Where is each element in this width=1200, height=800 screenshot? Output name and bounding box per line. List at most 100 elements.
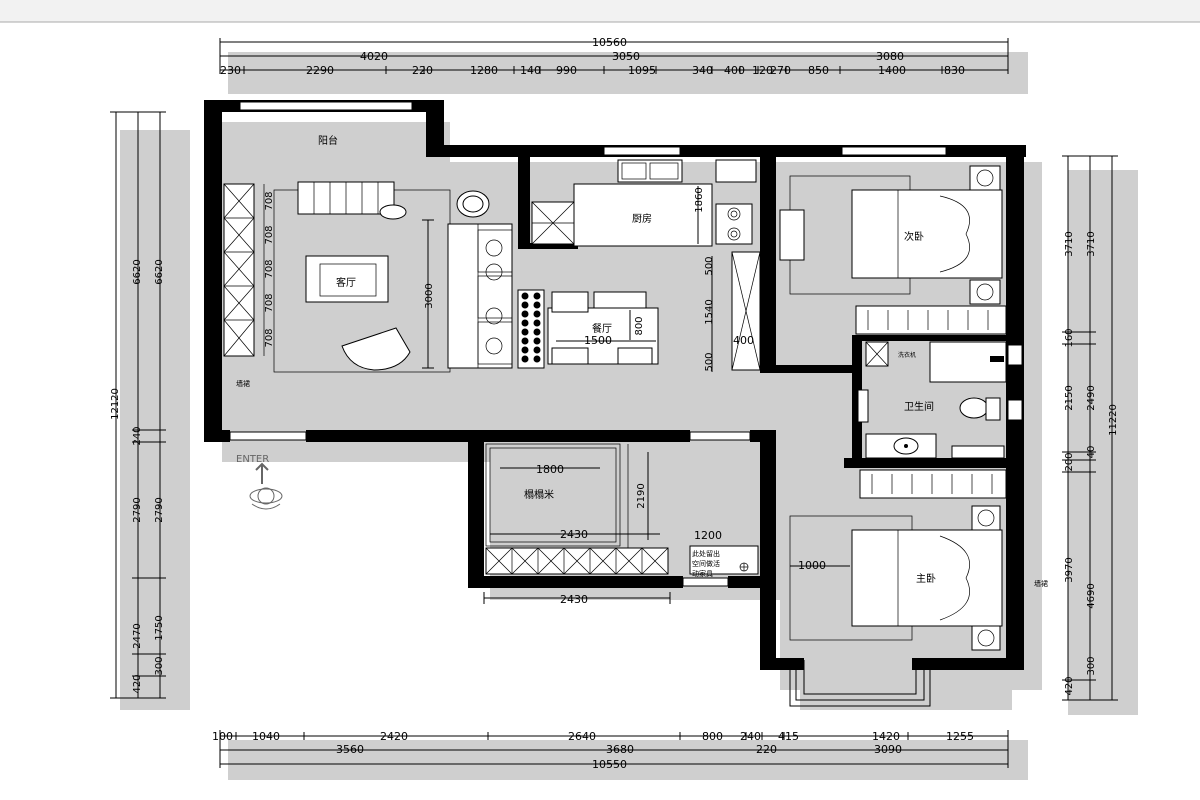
wall-skirt-left-label: 墙裙 <box>236 379 250 388</box>
dim-top-total: 10560 <box>592 36 627 49</box>
drop-shadows <box>120 52 1138 780</box>
reserve-note-line-2: 空间做活 <box>692 559 720 568</box>
room-kitchen-label: 厨房 <box>632 212 652 225</box>
dim-right-outer-1: 3710 <box>1086 231 1097 256</box>
dim-left-outer-4: 2790 <box>132 497 143 522</box>
dim-tatami-width: 1800 <box>536 463 564 476</box>
dim-wardrobe-1: 708 <box>264 191 275 210</box>
dim-bottom-mid-4: 3090 <box>874 743 902 756</box>
interior-dimensions: 3000 708 708 708 708 708 1860 500 1540 5… <box>264 187 826 606</box>
dim-left-outer-6: 420 <box>132 674 143 693</box>
dim-master-1000: 1000 <box>798 559 826 572</box>
dim-bottom-detail-6: 240 <box>740 730 761 743</box>
washer-label: 洗衣机 <box>898 351 916 359</box>
dim-top-mid-2: 3050 <box>612 50 640 63</box>
dim-top-detail-13: 1400 <box>878 64 906 77</box>
dim-wardrobe-3: 708 <box>264 259 275 278</box>
dim-top-detail-14: 830 <box>944 64 965 77</box>
dim-top-detail-11: 270 <box>770 64 791 77</box>
dim-top-detail-5: 140 <box>520 64 541 77</box>
dim-left-outer-5: 2470 <box>132 623 143 648</box>
dim-storage: 1200 <box>694 529 722 542</box>
room-living-label: 客厅 <box>336 276 356 289</box>
dim-dining-seg-3: 500 <box>704 352 715 371</box>
dim-tatami-bottom: 2430 <box>560 593 588 606</box>
dim-dining-seg-1: 500 <box>704 256 715 275</box>
dim-right-inner-6: 420 <box>1064 676 1075 695</box>
dim-left-inner-4: 300 <box>154 656 165 675</box>
room-tatami-label: 榻榻米 <box>524 488 554 501</box>
dim-bottom-detail-7: 415 <box>778 730 799 743</box>
room-bathroom-label: 卫生间 <box>904 400 934 413</box>
top-dimension-chain: 10560 4020 3050 3080 230 2290 220 1280 140 99… <box>219 36 1009 77</box>
dim-bottom-detail-4: 2640 <box>568 730 596 743</box>
room-balcony-label: 阳台 <box>318 134 338 147</box>
reserve-note-line-1: 此处留出 <box>692 549 720 558</box>
room-labels: 阳台 客厅 厨房 餐厅 次卧 卫生间 榻榻米 主卧 墙裙 墙裙 洗衣机 此处留出… <box>236 134 1048 588</box>
enter-label: ENTER <box>236 454 269 465</box>
dim-left-outer-1: 6620 <box>132 259 143 284</box>
dim-tatami-height: 2190 <box>636 483 647 508</box>
dim-bottom-total: 10550 <box>592 758 627 771</box>
left-dimension-chain: 6620 12120 240 2790 2470 420 6620 2790 1750 300 <box>110 111 166 699</box>
dim-dining-width: 1500 <box>584 334 612 347</box>
dim-wardrobe-4: 708 <box>264 293 275 312</box>
dim-top-detail-9: 400 <box>724 64 745 77</box>
master-bedroom-furniture <box>789 469 1007 651</box>
dim-top-detail-6: 990 <box>556 64 577 77</box>
dim-right-outer-5: 4690 <box>1086 583 1097 608</box>
dim-top-mid-3: 3080 <box>876 50 904 63</box>
dim-dining-400: 400 <box>733 334 754 347</box>
dim-bottom-detail-2: 1040 <box>252 730 280 743</box>
dim-bottom-mid-2: 3680 <box>606 743 634 756</box>
dim-top-detail-10: 120 <box>752 64 773 77</box>
dim-top-detail-8: 340 <box>692 64 713 77</box>
dim-left-inner-1: 6620 <box>154 259 165 284</box>
bathroom-furniture <box>857 341 1007 459</box>
dim-left-outer-2: 12120 <box>110 388 121 420</box>
windows <box>229 101 1023 707</box>
dim-top-detail-4: 1280 <box>470 64 498 77</box>
dim-right-outer-4: 11220 <box>1108 404 1119 436</box>
dim-left-inner-3: 1750 <box>154 615 165 640</box>
dim-right-outer-3: 40 <box>1086 446 1097 459</box>
dim-wardrobe-5: 708 <box>264 328 275 347</box>
dim-right-outer-6: 300 <box>1086 656 1097 675</box>
dim-left-outer-3: 240 <box>132 426 143 445</box>
room-master-bedroom-label: 主卧 <box>916 572 936 585</box>
dim-bottom-detail-5: 800 <box>702 730 723 743</box>
dim-bottom-detail-9: 1255 <box>946 730 974 743</box>
dim-right-inner-3: 2150 <box>1064 385 1075 410</box>
dim-left-inner-2: 2790 <box>154 497 165 522</box>
wall-skirt-right-label: 墙裙 <box>1034 579 1048 588</box>
dim-right-inner-4: 200 <box>1064 452 1075 471</box>
dim-top-detail-1: 230 <box>220 64 241 77</box>
kitchen-furniture <box>531 159 757 247</box>
entrance-marker: ENTER <box>236 454 283 510</box>
top-frame-band <box>0 0 1200 22</box>
reserve-note-line-3: 动家具 <box>692 569 713 578</box>
dim-bottom-detail-3: 2420 <box>380 730 408 743</box>
dim-dining-height: 800 <box>634 316 645 335</box>
cabinet-right-dining <box>711 251 761 372</box>
room-second-bedroom-label: 次卧 <box>904 230 924 243</box>
dim-right-inner-2: 160 <box>1064 328 1075 347</box>
dim-right-inner-1: 3710 <box>1064 231 1075 256</box>
dim-kitchen-width: 1860 <box>694 187 705 212</box>
dim-bottom-detail-8: 1420 <box>872 730 900 743</box>
second-bedroom-furniture <box>779 165 1007 335</box>
dim-tatami-length: 2430 <box>560 528 588 541</box>
dim-top-mid-1: 4020 <box>360 50 388 63</box>
dim-top-detail-3: 220 <box>412 64 433 77</box>
dim-dining-seg-2: 1540 <box>704 299 715 324</box>
dim-bottom-mid-1: 3560 <box>336 743 364 756</box>
tatami-furniture <box>485 443 759 575</box>
dim-right-inner-5: 3970 <box>1064 557 1075 582</box>
dining-furniture <box>517 289 659 369</box>
dim-bottom-mid-3: 220 <box>756 743 777 756</box>
dim-top-detail-7: 1095 <box>628 64 656 77</box>
room-dining-label: 餐厅 <box>592 322 612 335</box>
dim-top-detail-2: 2290 <box>306 64 334 77</box>
